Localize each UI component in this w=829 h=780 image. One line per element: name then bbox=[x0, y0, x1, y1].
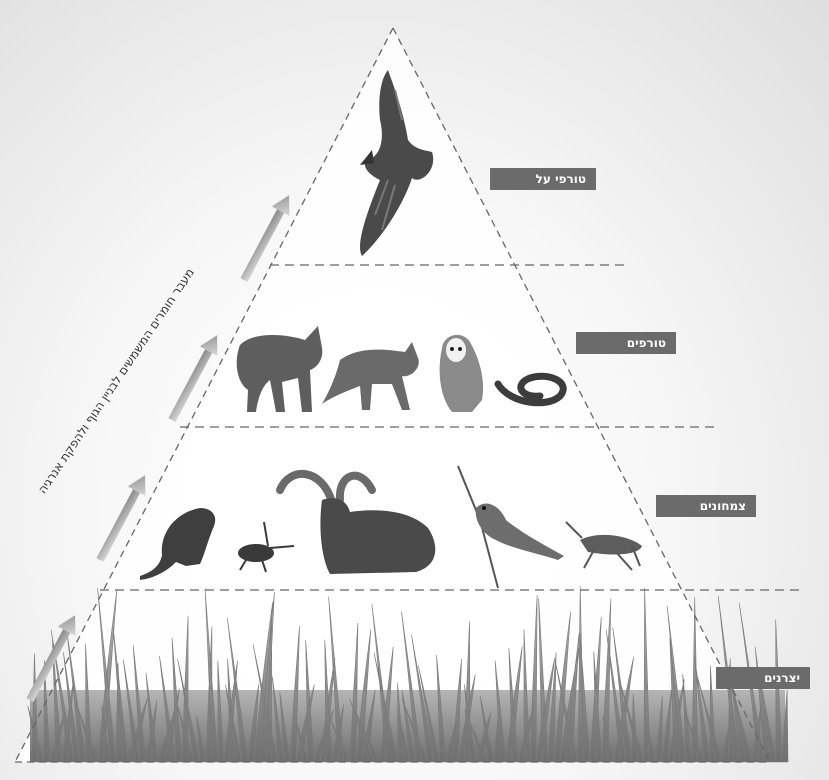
level-label-apex-predators: טורפי על bbox=[490, 168, 596, 190]
level-label-herbivores: צמחונים bbox=[656, 495, 756, 517]
level-label-predators: טורפים bbox=[576, 332, 676, 354]
level-label-producers: יצרנים bbox=[716, 667, 810, 689]
wolf-icon bbox=[237, 326, 323, 412]
